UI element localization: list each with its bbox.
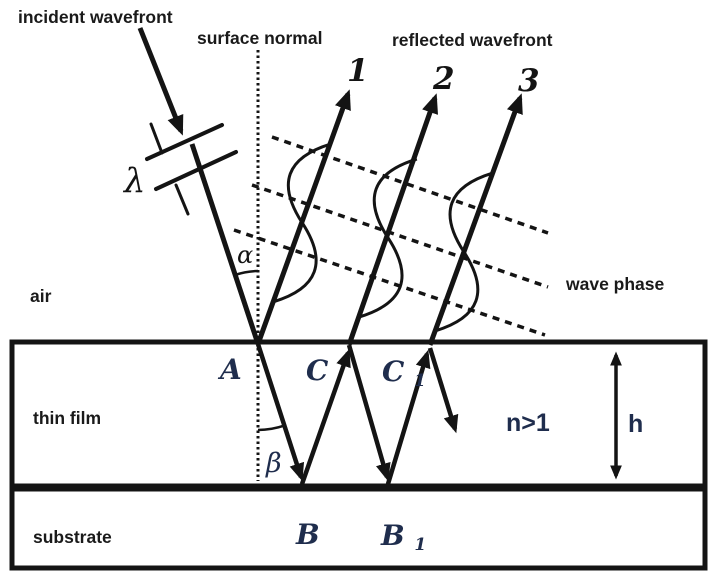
wave-phase-front-2	[251, 183, 549, 289]
point-C1-subscript: 1	[414, 371, 426, 391]
wave-phase-front-1	[271, 135, 549, 235]
incident-annotation-arrow	[137, 27, 184, 136]
wave-phase-front-3	[233, 228, 546, 337]
internal-ray-B-C	[299, 348, 351, 485]
point-B1-base: B	[380, 519, 405, 552]
refractive-index-label: n>1	[506, 409, 550, 437]
lambda-symbol: λ	[122, 161, 146, 201]
thickness-label: h	[628, 410, 643, 438]
alpha-symbol: α	[237, 241, 253, 269]
incident-wavefront-label: incident wavefront	[18, 7, 173, 27]
internal-ray-B1-C1	[385, 349, 431, 485]
thin-film-label: thin film	[33, 408, 101, 428]
sine-wave-ray-1	[273, 142, 332, 304]
surface-normal-label: surface normal	[197, 28, 322, 48]
substrate-label: substrate	[33, 527, 112, 547]
wavelength-tick-2	[174, 183, 190, 216]
ray-number-1: 1	[347, 53, 369, 89]
reflected-ray-1	[255, 89, 351, 345]
thin-film-layer	[9, 339, 708, 489]
beta-symbol: β	[265, 448, 282, 479]
point-B1-subscript: 1	[414, 535, 426, 555]
point-B-label: B	[295, 518, 320, 551]
wave-phase-label: wave phase	[565, 274, 665, 294]
ray-number-2: 2	[432, 61, 455, 97]
refracted-ray-A-B	[255, 343, 305, 482]
point-C1-base: C	[382, 355, 405, 388]
internal-ray-C-B1	[346, 344, 391, 482]
point-B1-label: B 1	[380, 519, 426, 555]
incident-ray	[189, 143, 261, 345]
point-C-label: C	[306, 354, 329, 387]
reflected-ray-2	[346, 93, 439, 346]
incident-wavefront-line-2	[154, 150, 238, 191]
ray-number-3: 3	[518, 63, 540, 99]
point-C1-label: C 1	[382, 355, 426, 391]
incident-wavefront-line-1	[145, 123, 224, 161]
wavelength-tick-1	[149, 122, 164, 155]
reflected-wavefront-label: reflected wavefront	[392, 30, 553, 50]
point-A-label: A	[217, 353, 242, 386]
sine-wave-ray-3	[434, 171, 494, 333]
reflected-ray-3	[427, 93, 523, 346]
substrate-layer	[9, 486, 708, 571]
internal-ray-C1-down	[427, 347, 459, 434]
alpha-angle-arc	[234, 269, 259, 277]
beta-angle-arc	[257, 424, 286, 432]
sine-wave-ray-2	[358, 157, 418, 319]
air-label: air	[30, 286, 52, 306]
